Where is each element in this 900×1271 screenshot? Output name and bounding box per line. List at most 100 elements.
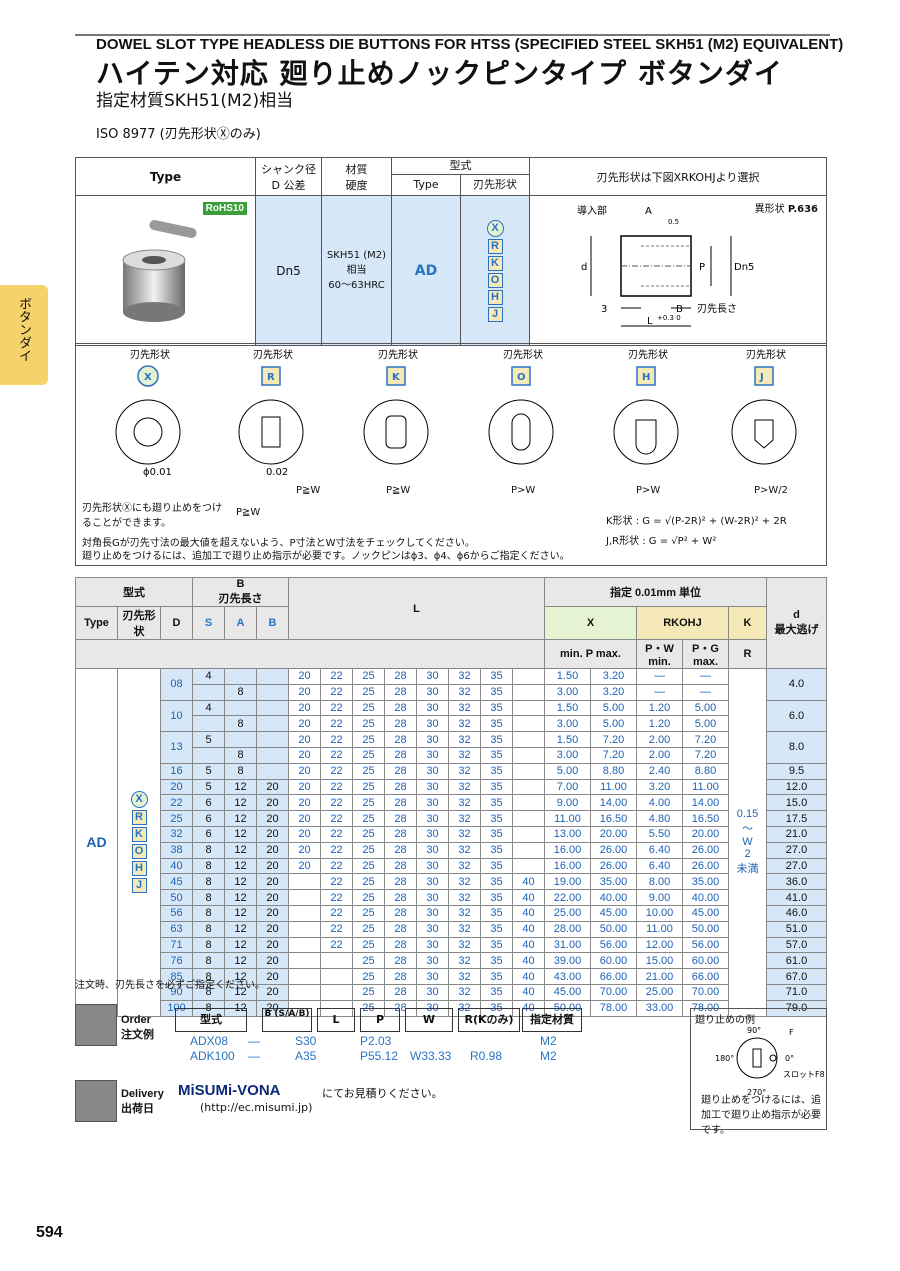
l-cell [320, 968, 353, 985]
spec-cell: 11.00 [682, 778, 729, 796]
l-cell [288, 936, 321, 954]
spec-cell: 16.50 [682, 810, 729, 827]
order-example-value: ADK100 [190, 1049, 235, 1063]
l-cell: 25 [352, 731, 385, 748]
label-3: 3 [601, 304, 607, 315]
b-cell: 20 [256, 904, 289, 922]
spec-cell: 1.20 [636, 715, 683, 733]
spec-cell: 3.20 [636, 778, 683, 796]
spec-cell: 7.00 [544, 778, 591, 796]
side-tab[interactable]: ボタンダイ [0, 285, 48, 385]
l-cell: 25 [352, 668, 385, 685]
l-cell [288, 873, 321, 891]
l-cell: 28 [384, 746, 417, 764]
th-spec: 指定 0.01mm 単位 [544, 577, 767, 607]
l-cell [512, 668, 545, 685]
l-cell: 30 [416, 794, 449, 812]
l-cell: 22 [320, 873, 353, 891]
order-h-l: L [317, 1008, 355, 1032]
l-cell: 22 [320, 762, 353, 780]
clearance-cell: 21.0 [766, 825, 827, 843]
b-cell: 20 [256, 841, 289, 859]
l-cell: 40 [512, 873, 545, 891]
l-cell: 28 [384, 683, 417, 701]
spec-cell: 9.00 [636, 889, 683, 906]
l-cell: 22 [320, 683, 353, 701]
l-cell [320, 952, 353, 970]
l-cell: 25 [352, 794, 385, 812]
l-cell: 32 [448, 857, 481, 875]
l-cell: 30 [416, 668, 449, 685]
b-cell: 8 [192, 841, 225, 859]
japanese-subtitle: 指定材質SKH51(M2)相当 [96, 91, 294, 111]
spec-cell: 78.00 [590, 999, 637, 1017]
spec-cell: 16.00 [544, 857, 591, 875]
l-cell: 25 [352, 904, 385, 922]
b-cell: 20 [256, 778, 289, 796]
spec-material-header: 材質硬度 [321, 157, 392, 196]
l-cell: 32 [448, 841, 481, 859]
l-cell: 32 [448, 699, 481, 717]
spec-cell: 2.40 [636, 762, 683, 780]
l-cell: 40 [512, 904, 545, 922]
l-cell: 40 [512, 952, 545, 970]
b-cell [256, 715, 289, 733]
shape-list: X R K O H J [460, 195, 530, 346]
svg-text:刃先形状: 刃先形状 [253, 348, 293, 361]
l-cell: 20 [288, 857, 321, 875]
l-cell: 32 [448, 762, 481, 780]
l-cell: 30 [416, 731, 449, 748]
l-cell: 35 [480, 825, 513, 843]
spec-cell: — [682, 683, 729, 701]
l-cell: 30 [416, 968, 449, 985]
l-cell: 30 [416, 920, 449, 938]
delivery-url[interactable]: (http://ec.misumi.jp) [200, 1101, 313, 1114]
clearance-cell: 67.0 [766, 968, 827, 985]
l-cell: 32 [448, 904, 481, 922]
b-cell: 8 [224, 762, 257, 780]
l-cell: 22 [320, 825, 353, 843]
b-cell: 5 [192, 762, 225, 780]
l-cell: 20 [288, 825, 321, 843]
l-cell: 32 [448, 873, 481, 891]
l-cell: 25 [352, 968, 385, 985]
l-cell: 28 [384, 968, 417, 985]
shape-drawings: 刃先形状 X ϕ0.01 刃先形状 R 0.02 刃先形状 K 刃先形状 O 刃… [115, 348, 797, 478]
b-cell [192, 746, 225, 764]
d-cell: 16 [160, 762, 193, 780]
title-rule [75, 34, 830, 36]
l-cell: 28 [384, 857, 417, 875]
label-05: 0.5 [668, 218, 679, 226]
l-cell [288, 920, 321, 938]
b-cell: 12 [224, 810, 257, 827]
delivery-text: にてお見積りください。 [322, 1087, 443, 1100]
b-cell: 4 [192, 668, 225, 685]
l-cell: 32 [448, 731, 481, 748]
b-cell: 20 [256, 825, 289, 843]
b-cell: 8 [192, 983, 225, 1001]
l-cell: 35 [480, 857, 513, 875]
l-cell: 25 [352, 715, 385, 733]
note-rotation-process: 廻り止めをつけるには、追加工で廻り止め指示が必要です。ノックピンはϕ3、ϕ4、ϕ… [82, 551, 570, 562]
svg-text:スロットF8: スロットF8 [783, 1070, 825, 1079]
b-cell: 12 [224, 778, 257, 796]
svg-text:F: F [789, 1028, 794, 1037]
l-cell [512, 731, 545, 748]
label-dn5: Dn5 [734, 262, 754, 273]
order-example-value: P55.12 [360, 1049, 399, 1063]
japanese-title: ハイテン対応 廻り止めノックピンタイプ ボタンダイ [96, 57, 783, 90]
b-cell: 12 [224, 904, 257, 922]
spec-cell: 5.50 [636, 825, 683, 843]
iso-note: ISO 8977 (刃先形状Ⓧのみ) [96, 127, 261, 142]
spec-cell: 22.00 [544, 889, 591, 906]
svg-text:刃先形状: 刃先形状 [746, 348, 786, 361]
b-cell [256, 699, 289, 717]
clearance-cell: 41.0 [766, 889, 827, 906]
spec-cell: 20.00 [590, 825, 637, 843]
b-cell: 20 [256, 920, 289, 938]
l-cell: 28 [384, 762, 417, 780]
